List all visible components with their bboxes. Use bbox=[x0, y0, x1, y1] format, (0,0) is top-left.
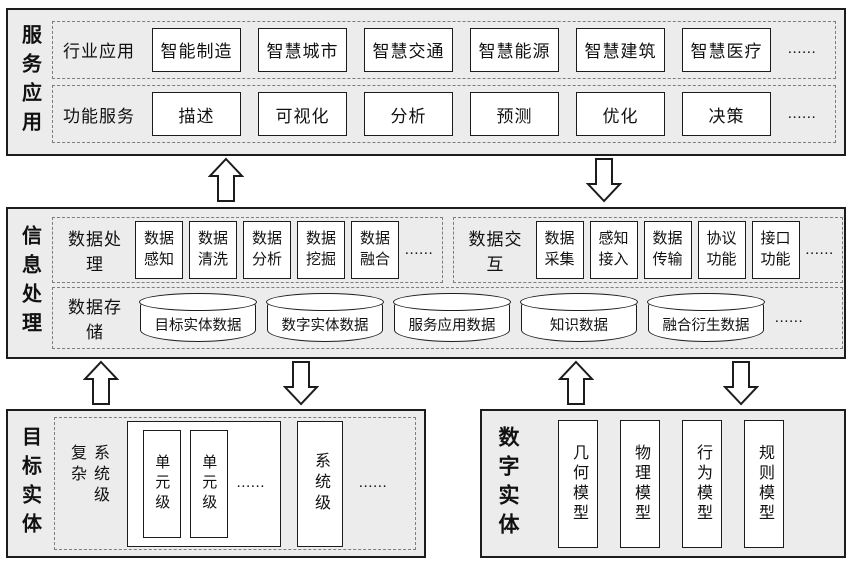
service-application-section: 服务应用 行业应用 智能制造 智慧城市 智慧交通 智慧能源 智慧建筑 智慧医疗 … bbox=[6, 8, 846, 156]
system-level-label: 系统级 bbox=[312, 452, 329, 515]
data-storage-cylinder-label: 目标实体数据 bbox=[154, 318, 242, 334]
industry-application-ellipsis: ...... bbox=[788, 41, 817, 58]
data-processing-group: 数据处理 数据感知 数据清洗 数据分析 数据挖掘 数据融合 ...... bbox=[52, 217, 443, 283]
model-box: 行为模型 bbox=[682, 419, 722, 548]
model-box: 物理模型 bbox=[620, 419, 660, 548]
industry-app-box: 智慧城市 bbox=[258, 27, 347, 72]
section-title-digital-entity: 数字实体 bbox=[496, 425, 520, 542]
data-storage-ellipsis: ...... bbox=[775, 309, 804, 326]
data-interaction-group: 数据交互 数据采集 感知接入 数据传输 协议功能 接口功能 ...... bbox=[452, 217, 843, 283]
function-service-box: 决策 bbox=[682, 92, 771, 137]
section-title-target-entity: 目标实体 bbox=[18, 425, 41, 542]
down-arrow-icon bbox=[723, 360, 759, 406]
physics-model-label: 物理模型 bbox=[632, 443, 649, 524]
rule-model-label: 规则模型 bbox=[756, 443, 773, 524]
up-arrow-icon bbox=[208, 157, 244, 203]
industry-application-label: 行业应用 bbox=[63, 42, 135, 62]
system-level-box: 系统级 bbox=[297, 420, 343, 547]
model-box: 几何模型 bbox=[558, 419, 598, 548]
data-processing-label: 数据处理 bbox=[68, 230, 122, 274]
complex-system-level-label: 复杂 系统级 bbox=[68, 443, 108, 507]
section-title-service-application: 服务应用 bbox=[18, 24, 41, 140]
system-level-container: 单元级 单元级 ...... bbox=[127, 420, 281, 547]
function-service-box: 优化 bbox=[576, 92, 665, 137]
unit-level-label: 单元级 bbox=[153, 453, 170, 514]
data-interaction-box: 协议功能 bbox=[697, 221, 746, 279]
data-storage-cylinder-label: 融合衍生数据 bbox=[662, 318, 750, 334]
data-interaction-box: 感知接入 bbox=[589, 221, 638, 279]
data-storage-group: 数据存储 目标实体数据 数字实体数据 服务应用数据 知识数据 融合衍生数据 ..… bbox=[52, 287, 843, 349]
behavior-model-label: 行为模型 bbox=[694, 443, 711, 524]
unit-level-box: 单元级 bbox=[142, 429, 181, 538]
geometry-model-label: 几何模型 bbox=[570, 443, 587, 524]
data-storage-cylinder: 目标实体数据 bbox=[139, 293, 257, 342]
data-storage-cylinder-label: 知识数据 bbox=[550, 318, 608, 334]
data-storage-cylinder: 服务应用数据 bbox=[393, 293, 511, 342]
function-service-ellipsis: ...... bbox=[788, 105, 817, 122]
data-interaction-box: 数据采集 bbox=[535, 221, 584, 279]
data-processing-box: 数据融合 bbox=[351, 221, 399, 279]
industry-app-box: 智能制造 bbox=[152, 27, 241, 72]
data-processing-box: 数据分析 bbox=[243, 221, 291, 279]
function-service-row: 功能服务 描述 可视化 分析 预测 优化 决策 ...... bbox=[52, 85, 836, 144]
data-storage-cylinder: 知识数据 bbox=[520, 293, 638, 342]
function-service-box: 可视化 bbox=[258, 92, 347, 137]
data-storage-cylinder-label: 服务应用数据 bbox=[408, 318, 496, 334]
industry-app-box: 智慧交通 bbox=[364, 27, 453, 72]
data-processing-box: 数据清洗 bbox=[189, 221, 237, 279]
unit-level-ellipsis: ...... bbox=[236, 475, 266, 491]
data-storage-cylinder: 融合衍生数据 bbox=[647, 293, 765, 342]
data-storage-label: 数据存储 bbox=[68, 298, 122, 342]
down-arrow-icon bbox=[283, 360, 319, 406]
function-service-box: 描述 bbox=[152, 92, 241, 137]
digital-entity-content: 几何模型 物理模型 行为模型 规则模型 bbox=[534, 411, 844, 556]
unit-level-label: 单元级 bbox=[200, 453, 217, 514]
complex-system-group: 复杂 系统级 单元级 单元级 ...... 系统级 ...... bbox=[54, 417, 416, 550]
target-entity-section: 目标实体 复杂 系统级 单元级 单元级 ...... 系统级 ...... bbox=[6, 409, 426, 558]
up-arrow-icon bbox=[558, 360, 594, 406]
industry-app-box: 智慧能源 bbox=[470, 27, 559, 72]
system-level-ellipsis: ...... bbox=[359, 475, 388, 491]
data-storage-cylinder: 数字实体数据 bbox=[266, 293, 384, 342]
data-storage-cylinder-label: 数字实体数据 bbox=[281, 318, 369, 334]
data-processing-box: 数据感知 bbox=[135, 221, 183, 279]
industry-app-box: 智慧医疗 bbox=[682, 27, 771, 72]
data-interaction-label: 数据交互 bbox=[468, 230, 523, 274]
service-application-content: 行业应用 智能制造 智慧城市 智慧交通 智慧能源 智慧建筑 智慧医疗 .....… bbox=[52, 10, 844, 154]
down-arrow-icon bbox=[586, 157, 622, 203]
unit-level-box: 单元级 bbox=[189, 429, 228, 538]
model-box: 规则模型 bbox=[744, 419, 784, 548]
information-processing-section: 信息处理 数据处理 数据感知 数据清洗 数据分析 数据挖掘 数据融合 .....… bbox=[6, 207, 846, 359]
information-processing-content: 数据处理 数据感知 数据清洗 数据分析 数据挖掘 数据融合 ...... 数据交… bbox=[52, 209, 851, 357]
data-processing-ellipsis: ...... bbox=[405, 241, 434, 258]
industry-app-box: 智慧建筑 bbox=[576, 27, 665, 72]
section-title-information-processing: 信息处理 bbox=[18, 225, 41, 341]
data-processing-box: 数据挖掘 bbox=[297, 221, 345, 279]
processing-interaction-row: 数据处理 数据感知 数据清洗 数据分析 数据挖掘 数据融合 ...... 数据交… bbox=[52, 217, 843, 283]
digital-entity-section: 数字实体 几何模型 物理模型 行为模型 规则模型 bbox=[480, 409, 846, 558]
function-service-label: 功能服务 bbox=[63, 106, 135, 126]
up-arrow-icon bbox=[83, 360, 119, 406]
function-service-box: 预测 bbox=[470, 92, 559, 137]
data-interaction-box: 数据传输 bbox=[643, 221, 692, 279]
industry-application-row: 行业应用 智能制造 智慧城市 智慧交通 智慧能源 智慧建筑 智慧医疗 .....… bbox=[52, 20, 836, 79]
data-interaction-box: 接口功能 bbox=[751, 221, 800, 279]
function-service-box: 分析 bbox=[364, 92, 453, 137]
data-interaction-ellipsis: ...... bbox=[805, 241, 834, 258]
